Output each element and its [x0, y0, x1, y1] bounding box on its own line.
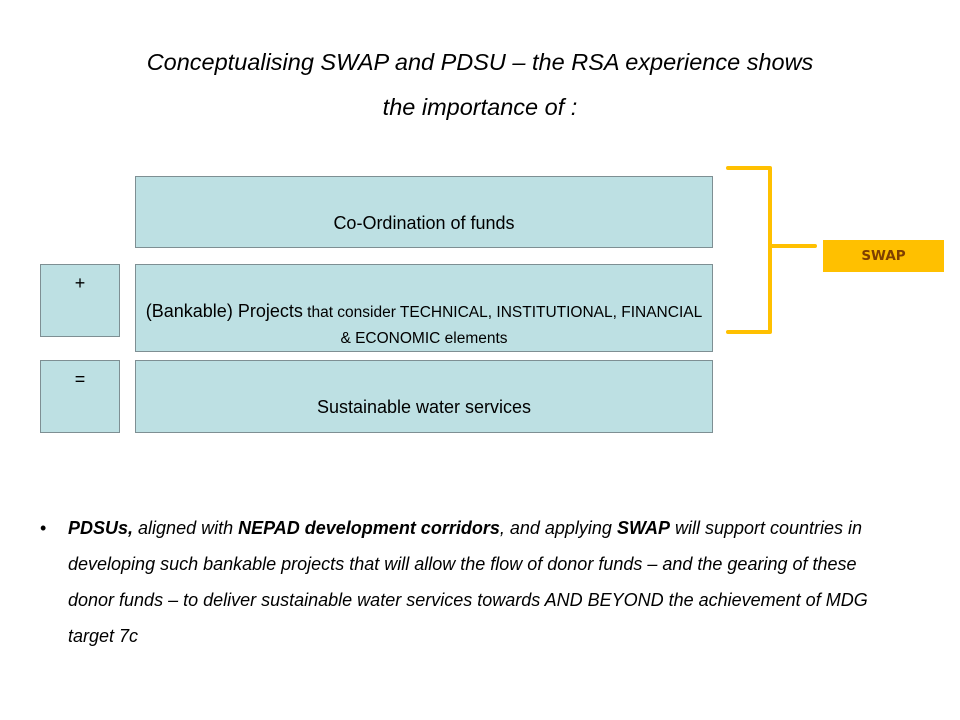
- plus-box: +: [40, 264, 120, 337]
- outcome-box: Sustainable water services: [135, 360, 713, 433]
- equals-box: =: [40, 360, 120, 433]
- outcome-label: Sustainable water services: [316, 397, 532, 417]
- bullet-marker: •: [40, 518, 47, 538]
- projects-lead: (Bankable) Projects: [145, 301, 303, 321]
- bullet-bold-nepad: NEPAD development corridors: [238, 518, 500, 538]
- title-line-2: the importance of :: [382, 94, 578, 120]
- bullet-point: • PDSUs, aligned with NEPAD development …: [40, 510, 900, 654]
- equals-sign: =: [74, 369, 86, 389]
- bullet-text: PDSUs, aligned with NEPAD development co…: [68, 510, 900, 654]
- projects-text: (Bankable) Projects that consider TECHNI…: [144, 299, 704, 351]
- slide-title: Conceptualising SWAP and PDSU – the RSA …: [0, 40, 960, 130]
- title-line-1: Conceptualising SWAP and PDSU – the RSA …: [146, 49, 814, 75]
- bullet-text-2: aligned with: [133, 518, 239, 538]
- bullet-bold-pdsus: PDSUs,: [68, 518, 134, 538]
- bullet-text-4: , and applying: [499, 518, 617, 538]
- bullet-text-6: will support countries in developing suc…: [68, 518, 868, 646]
- bullet-bold-swap: SWAP: [616, 518, 670, 538]
- coordination-box: Co-Ordination of funds: [135, 176, 713, 248]
- coordination-label: Co-Ordination of funds: [333, 213, 515, 233]
- right-brace-icon: [726, 166, 817, 334]
- projects-box: (Bankable) Projects that consider TECHNI…: [135, 264, 713, 352]
- projects-rest: that consider TECHNICAL, INSTITUTIONAL, …: [302, 304, 703, 347]
- swap-label: SWAP: [823, 240, 944, 272]
- plus-sign: +: [74, 273, 86, 293]
